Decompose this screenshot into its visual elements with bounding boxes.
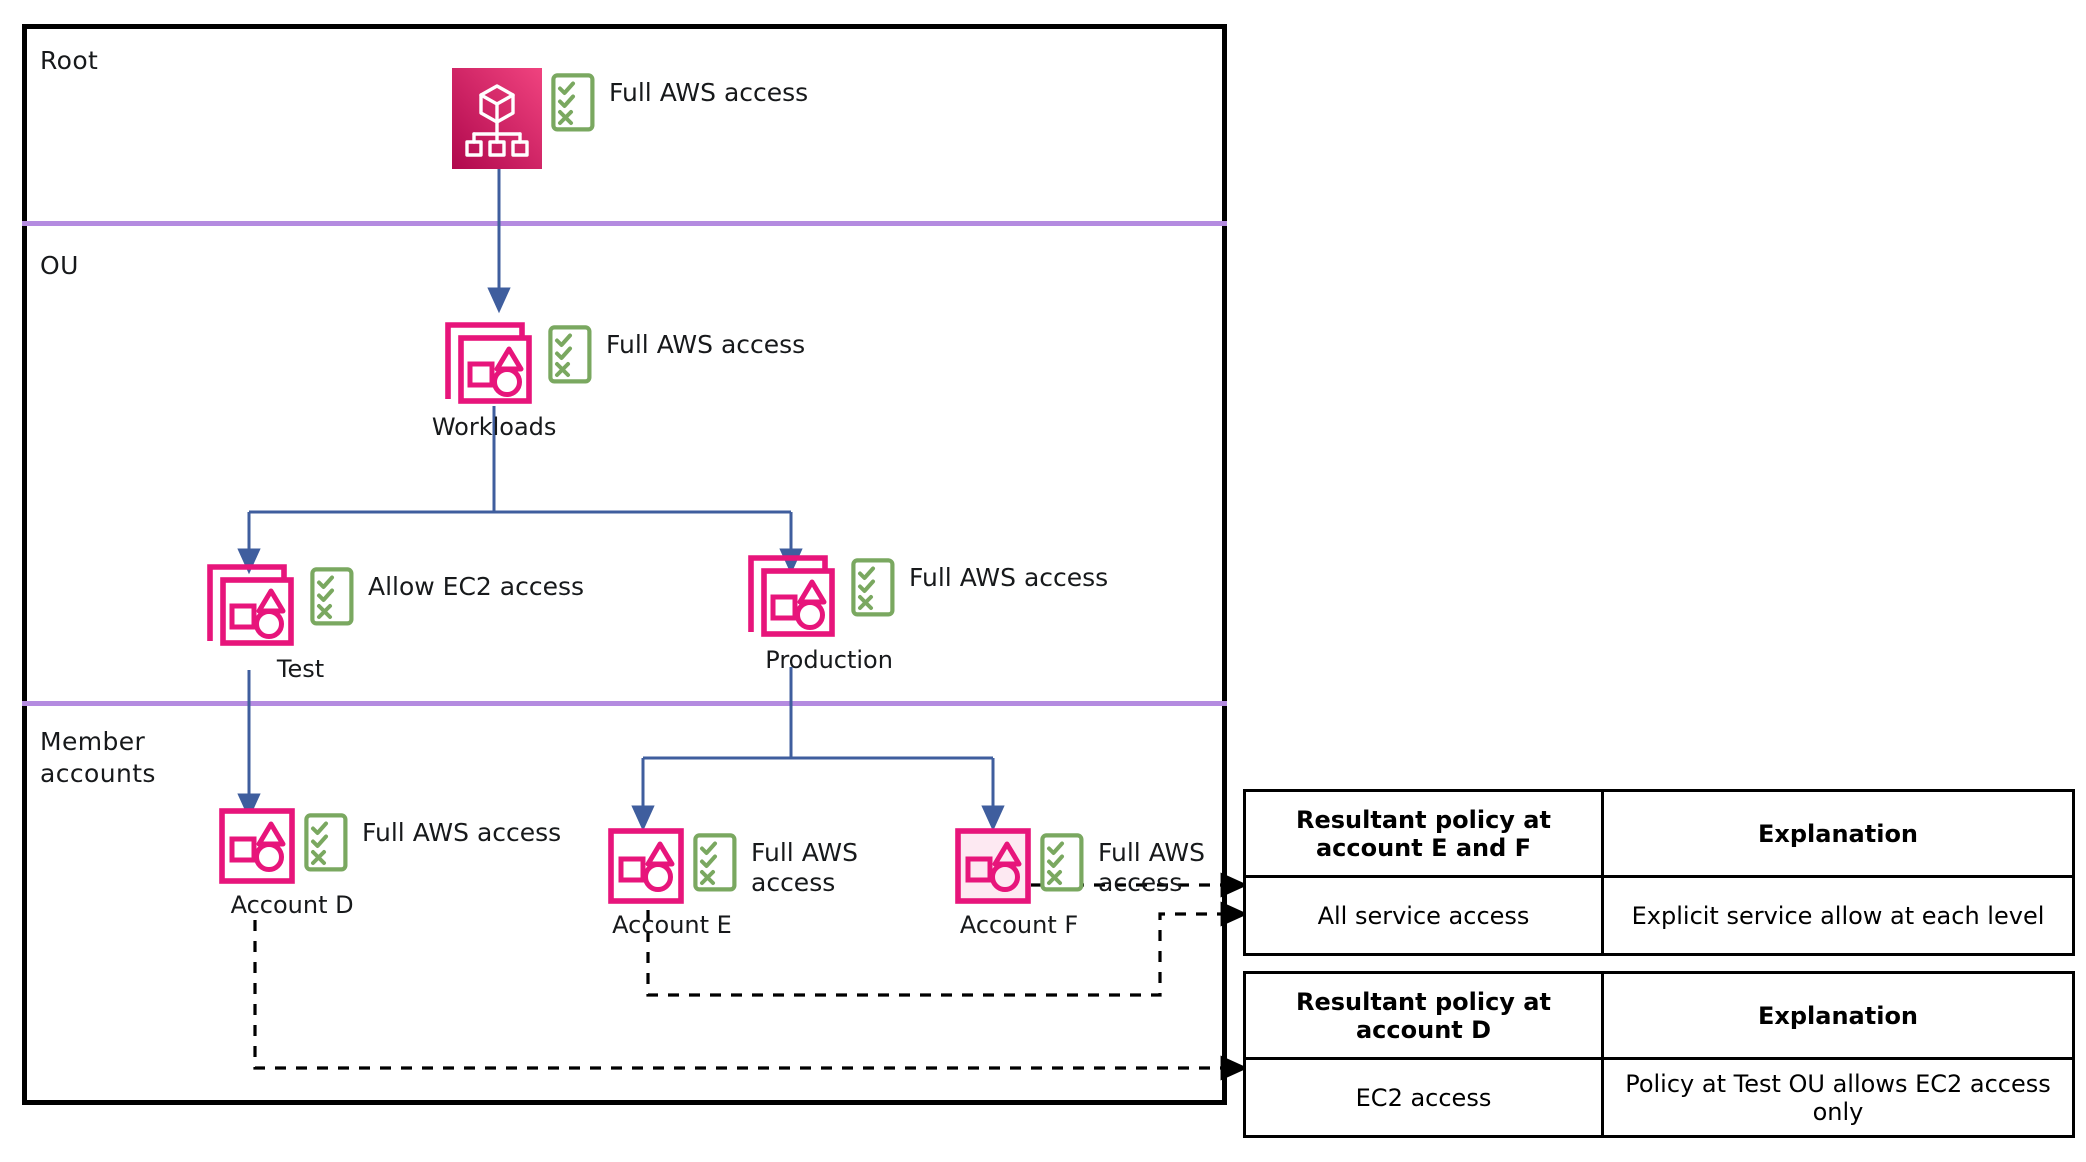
account-e-caption: Account E xyxy=(612,911,732,939)
node-ou-test[interactable]: Allow EC2 access Test xyxy=(205,562,584,683)
organization-boundary-box xyxy=(22,24,1227,1105)
table-ef-cell-policy: All service access xyxy=(1243,875,1604,956)
root-policy-label: Full AWS access xyxy=(609,78,809,107)
policy-checklist-icon xyxy=(693,833,737,892)
organizational-unit-icon xyxy=(205,562,301,648)
policy-checklist-icon xyxy=(304,813,348,872)
policy-checklist-icon xyxy=(548,325,592,384)
policy-checklist-icon xyxy=(551,73,595,132)
workloads-policy-label: Full AWS access xyxy=(606,330,806,359)
account-e-policy-label: Full AWS access xyxy=(751,838,859,897)
aws-account-icon xyxy=(608,828,684,904)
table-d-cell-policy: EC2 access xyxy=(1243,1057,1604,1138)
table-row: EC2 access Policy at Test OU allows EC2 … xyxy=(1243,1057,2075,1138)
node-ou-workloads[interactable]: Full AWS access Workloads xyxy=(432,320,806,441)
account-f-policy-label: Full AWS access xyxy=(1098,838,1206,897)
band-label-ou: OU xyxy=(40,251,79,280)
account-f-caption: Account F xyxy=(959,911,1079,939)
table-ef-cell-explanation: Explicit service allow at each level xyxy=(1601,875,2075,956)
resultant-policy-table-d: Resultant policy at account D Explanatio… xyxy=(1243,971,2075,1138)
node-account-f[interactable]: Full AWS access Account F xyxy=(955,828,1228,939)
table-row: All service access Explicit service allo… xyxy=(1243,875,2075,956)
account-d-policy-label: Full AWS access xyxy=(362,818,562,847)
node-account-d[interactable]: Full AWS access Account D xyxy=(219,808,561,919)
table-d-header-policy: Resultant policy at account D xyxy=(1243,971,1604,1060)
aws-organizations-icon xyxy=(452,68,542,169)
band-separator-ou xyxy=(22,221,1227,226)
production-caption: Production xyxy=(765,646,893,674)
table-ef-header-explanation: Explanation xyxy=(1601,789,2075,878)
node-account-e[interactable]: Full AWS access Account E xyxy=(608,828,881,939)
aws-account-icon xyxy=(219,808,295,884)
policy-checklist-icon xyxy=(851,558,895,617)
table-header-row: Resultant policy at account E and F Expl… xyxy=(1243,789,2075,878)
resultant-policy-table-ef: Resultant policy at account E and F Expl… xyxy=(1243,789,2075,956)
policy-checklist-icon xyxy=(310,567,354,626)
table-header-row: Resultant policy at account D Explanatio… xyxy=(1243,971,2075,1060)
node-ou-production[interactable]: Full AWS access Production xyxy=(746,553,1108,674)
node-root[interactable]: Full AWS access xyxy=(452,68,808,169)
policy-checklist-icon xyxy=(1040,833,1084,892)
organizational-unit-icon xyxy=(443,320,539,406)
test-caption: Test xyxy=(276,655,325,683)
production-policy-label: Full AWS access xyxy=(909,563,1109,592)
workloads-caption: Workloads xyxy=(431,413,557,441)
account-d-caption: Account D xyxy=(230,891,354,919)
table-d-header-explanation: Explanation xyxy=(1601,971,2075,1060)
band-separator-member-accounts xyxy=(22,701,1227,706)
table-d-cell-explanation: Policy at Test OU allows EC2 access only xyxy=(1601,1057,2075,1138)
aws-account-icon xyxy=(955,828,1031,904)
test-policy-label: Allow EC2 access xyxy=(368,572,585,601)
organizational-unit-icon xyxy=(746,553,842,639)
band-label-root: Root xyxy=(40,46,99,75)
table-ef-header-policy: Resultant policy at account E and F xyxy=(1243,789,1604,878)
band-label-member-accounts: Member accounts xyxy=(40,727,156,788)
